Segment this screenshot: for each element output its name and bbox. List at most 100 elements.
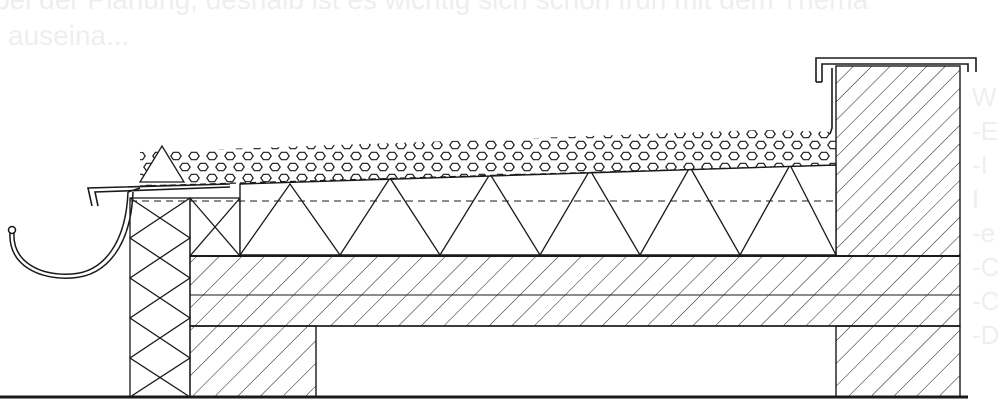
gravel-pebble (140, 151, 146, 161)
gravel-pebble (377, 162, 389, 172)
gravel-pebble (701, 140, 713, 150)
gravel-pebble (566, 130, 578, 139)
gravel-pebble (503, 162, 515, 172)
gravel-pebble (512, 130, 524, 139)
gravel-pebble (530, 130, 542, 139)
gravel-pebble (476, 151, 488, 161)
gravel-pebble (827, 140, 836, 150)
gravel-pebble (476, 130, 488, 139)
gravel-pebble (143, 140, 155, 150)
eave-flashing (87, 144, 231, 207)
tapered-insulation (130, 164, 837, 256)
gravel-pebble (467, 140, 479, 150)
gravel-pebble (296, 151, 308, 161)
side-text-3: -I (972, 150, 988, 180)
gravel-pebble (593, 162, 605, 172)
gravel-pebble (575, 162, 587, 172)
gravel-pebble (242, 151, 254, 161)
gravel-pebble (251, 162, 263, 172)
gravel-pebble (566, 151, 578, 161)
gravel-pebble (692, 151, 704, 161)
gravel-pebble (746, 151, 758, 161)
gravel-pebble (818, 130, 830, 139)
gravel-pebble (809, 140, 821, 150)
gravel-pebble (350, 151, 362, 161)
gravel-pebble (449, 140, 461, 150)
gravel-pebble (548, 130, 560, 139)
gravel-pebble (539, 162, 551, 172)
gravel-pebble (413, 162, 425, 172)
gravel-pebble (485, 140, 497, 150)
gravel-pebble (233, 140, 245, 150)
gravel-pebble (440, 151, 452, 161)
gravel-pebble (188, 173, 200, 183)
side-text-6: -C (972, 252, 1000, 282)
gravel-pebble (458, 151, 470, 161)
gutter (7, 187, 141, 279)
gravel-pebble (737, 140, 749, 150)
gravel-pebble (584, 130, 596, 139)
gravel-pebble (242, 173, 254, 183)
gravel-pebble (215, 162, 227, 172)
gravel-pebble (332, 151, 344, 161)
edge-insulation-block (189, 197, 241, 257)
gravel-pebble (188, 151, 200, 161)
gravel-pebble (656, 151, 668, 161)
gravel-pebble (548, 151, 560, 161)
gravel-pebble (764, 130, 776, 139)
gravel-pebble (395, 140, 407, 150)
gravel-pebble (692, 130, 704, 139)
right-support-wall (835, 325, 961, 398)
gravel-pebble (710, 151, 722, 161)
gravel-pebble (206, 130, 218, 139)
gravel-pebble (224, 173, 236, 183)
gravel-pebble (179, 162, 191, 172)
gravel-pebble (647, 140, 659, 150)
gravel-pebble (521, 140, 533, 150)
gravel-pebble (368, 130, 380, 139)
gravel-pebble (611, 140, 623, 150)
gravel-pebble (782, 130, 794, 139)
gravel-pebble (197, 140, 209, 150)
left-support-wall (189, 325, 317, 398)
gravel-pebble (179, 140, 191, 150)
gravel-pebble (197, 162, 209, 172)
gravel-pebble (314, 151, 326, 161)
gravel-pebble (431, 140, 443, 150)
gravel-pebble (314, 130, 326, 139)
gravel-pebble (188, 130, 200, 139)
gravel-pebble (656, 130, 668, 139)
gravel-pebble (512, 151, 524, 161)
gravel-pebble (557, 162, 569, 172)
gravel-pebble (494, 151, 506, 161)
side-text-5: -e (972, 218, 996, 248)
background-caption-line-2: auseina... (8, 20, 130, 51)
gravel-pebble (350, 130, 362, 139)
gravel-pebble (728, 151, 740, 161)
gravel-pebble (674, 151, 686, 161)
gravel-pebble (404, 151, 416, 161)
gravel-pebble (287, 162, 299, 172)
gravel-pebble (269, 140, 281, 150)
gravel-pebble (251, 140, 263, 150)
gravel-pebble (242, 130, 254, 139)
gravel-pebble (467, 162, 479, 172)
gravel-pebble (278, 173, 290, 183)
gravel-pebble (395, 162, 407, 172)
gravel-pebble (575, 140, 587, 150)
gravel-pebble (341, 140, 353, 150)
side-text-4: I (972, 184, 980, 214)
gravel-pebble (728, 130, 740, 139)
gravel-pebble (305, 140, 317, 150)
gravel-pebble (791, 140, 803, 150)
gravel-pebble (800, 130, 812, 139)
gravel-pebble (638, 151, 650, 161)
gravel-pebble (170, 130, 182, 139)
gravel-pebble (602, 130, 614, 139)
gravel-pebble (404, 130, 416, 139)
gravel-pebble (206, 151, 218, 161)
gravel-pebble (260, 173, 272, 183)
gravel-pebble (422, 151, 434, 161)
gravel-pebble (269, 162, 281, 172)
